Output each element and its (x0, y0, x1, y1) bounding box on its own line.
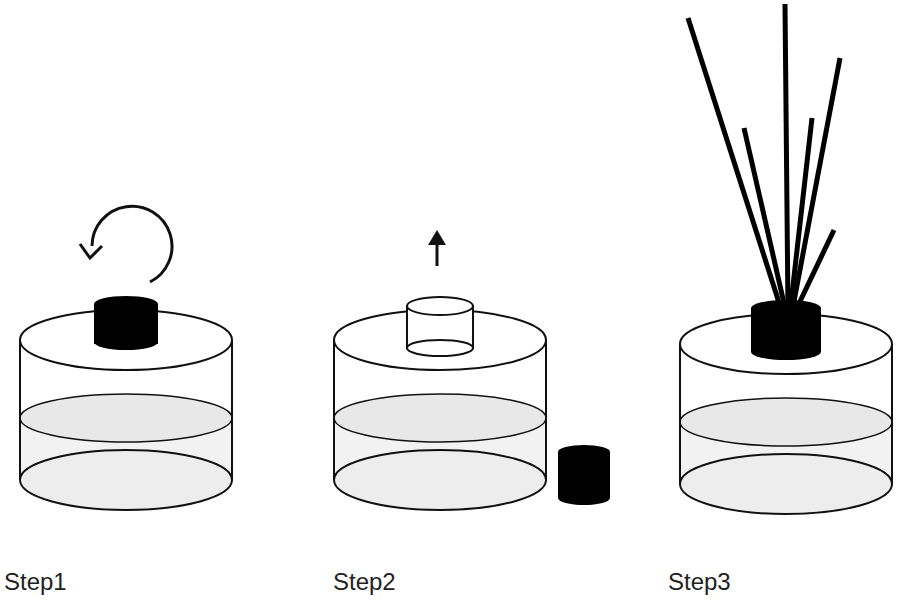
step-label: Step1 (4, 568, 67, 597)
up-arrow (428, 230, 446, 266)
step-label: Step2 (333, 568, 396, 597)
rotate-arrow (80, 206, 172, 282)
bottle-step3 (680, 300, 892, 514)
bottle-step1 (20, 296, 232, 510)
reed-sticks (688, 4, 840, 312)
bottle-step2 (334, 297, 546, 510)
removed-cap (558, 445, 610, 505)
step-label: Step3 (668, 568, 731, 597)
